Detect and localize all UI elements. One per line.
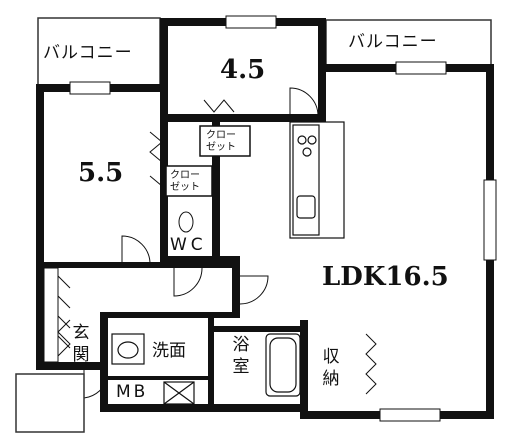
entrance-label: 玄関 [72, 323, 90, 365]
room-5-5-label: 5.5 [78, 158, 124, 188]
room-4-5-label: 4.5 [220, 55, 266, 85]
storage-label: 収納 [322, 347, 340, 389]
kitchen [289, 121, 345, 239]
closet-b-label: クロー ゼット [170, 170, 200, 194]
toilet [178, 211, 194, 233]
ldk-label: LDK16.5 [322, 262, 449, 292]
entrance-porch [15, 373, 85, 433]
windows [69, 15, 497, 422]
mb-label: MB [116, 382, 149, 402]
closet-b-line1: クロー [170, 170, 200, 181]
bathtub [265, 333, 301, 397]
shoe-storage [43, 267, 71, 363]
balcony-left-label: バルコニー [43, 43, 133, 63]
balcony-right-label: バルコニー [348, 32, 438, 52]
wc-label: WC [170, 235, 207, 255]
closet-a-label: クロー ゼット [206, 130, 236, 154]
wash-basin [111, 333, 145, 365]
closet-a-line2: ゼット [206, 142, 236, 153]
closets [165, 125, 251, 197]
storage-shelves [365, 333, 377, 395]
bathroom-label: 浴室 [232, 335, 250, 377]
washroom-label: 洗面 [152, 341, 186, 361]
closet-b-line2: ゼット [170, 182, 200, 193]
closet-a-line1: クロー [206, 130, 236, 141]
doors [83, 87, 319, 399]
mb-box [163, 381, 195, 405]
